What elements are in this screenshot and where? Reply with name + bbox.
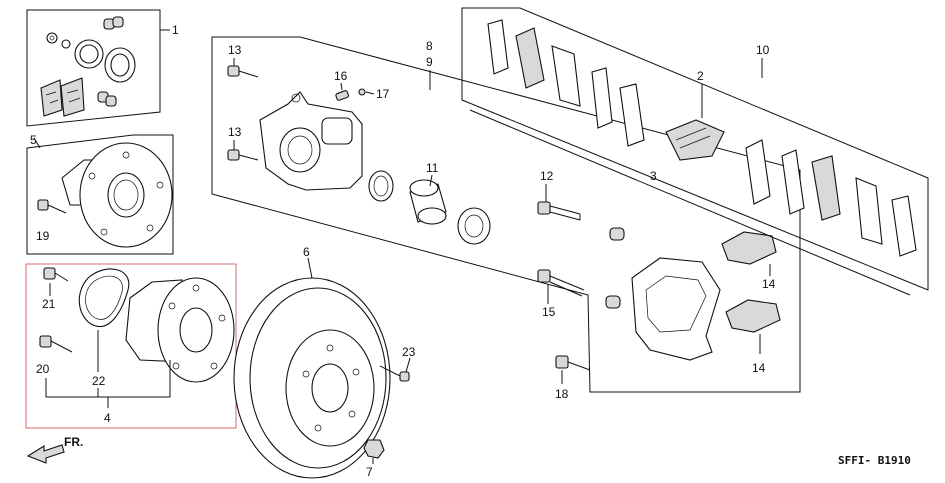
diagram-code: SFFI- B1910 [838, 454, 911, 467]
piston-11 [409, 179, 447, 225]
callout-20: 20 [36, 362, 50, 376]
pad-shim-2 [665, 119, 725, 161]
callout-15: 15 [542, 305, 556, 319]
nut-7 [363, 439, 385, 459]
seal-kit-group: 1 [26, 9, 179, 127]
callout-21: 21 [42, 297, 56, 311]
bolt-13-upper [227, 65, 259, 78]
pin-boot-lower [605, 295, 621, 309]
callout-9: 9 [426, 55, 433, 69]
piston-seal-ring [368, 170, 394, 202]
callout-17: 17 [376, 87, 390, 101]
callout-14-upper: 14 [762, 277, 776, 291]
brake-pad-set-group: 10 2 3 [461, 7, 929, 296]
callout-7: 7 [366, 465, 373, 479]
callout-3: 3 [650, 169, 657, 183]
front-label: FR. [64, 435, 83, 449]
bleeder-16 [335, 90, 349, 101]
callout-10: 10 [756, 43, 770, 57]
callout-11: 11 [426, 161, 439, 175]
pad-shim-lower-14 [725, 299, 781, 333]
callout-22: 22 [92, 374, 106, 388]
pin-boot-upper [609, 227, 625, 241]
hub-bearing-part [61, 142, 173, 248]
caliper-body [259, 91, 363, 191]
callout-18: 18 [555, 387, 569, 401]
bolt-13-lower [227, 149, 259, 161]
callout-6: 6 [303, 245, 310, 259]
pad-shim-upper-14 [721, 231, 777, 265]
callout-12: 12 [540, 169, 554, 183]
callout-16: 16 [334, 69, 348, 83]
callout-14-lower: 14 [752, 361, 766, 375]
seal-kit-box [26, 9, 161, 127]
brake-pads-outer [745, 139, 917, 257]
callout-4: 4 [104, 411, 111, 425]
callout-23: 23 [402, 345, 416, 359]
hub-carrier-part [125, 277, 235, 383]
callout-1: 1 [172, 23, 179, 37]
callout-5: 5 [30, 133, 37, 147]
cap-17 [358, 88, 366, 96]
front-direction-marker: FR. [26, 435, 83, 464]
callout-8: 8 [426, 39, 433, 53]
caliper-bracket [631, 257, 721, 361]
screw-23 [379, 365, 410, 382]
o-ring-22 [78, 268, 130, 328]
highlight-box [25, 263, 237, 429]
seal-kit-parts [40, 16, 136, 117]
bolt-21 [43, 267, 69, 282]
callout-13-lower: 13 [228, 125, 242, 139]
bolt-20 [39, 335, 73, 353]
hub-carrier-group: 21 20 22 4 [25, 263, 237, 429]
hub-bolt-19 [37, 199, 67, 214]
brake-pads-inner [487, 19, 645, 147]
brake-pad-set-box [461, 7, 929, 291]
callout-13-upper: 13 [228, 43, 242, 57]
front-arrow-icon [26, 444, 65, 464]
caliper-assembly-box [211, 36, 801, 393]
brake-disc-group: 6 23 7 [233, 245, 416, 479]
hub-bearing-box [26, 134, 174, 255]
callout-19: 19 [36, 229, 50, 243]
piston-boot [457, 207, 491, 245]
caliper-assembly-group: 8 9 13 13 16 17 [211, 36, 801, 401]
hub-bearing-group: 5 19 [26, 133, 174, 255]
callout-2: 2 [697, 69, 704, 83]
bolt-18 [555, 355, 591, 371]
guide-pin-15 [537, 269, 585, 297]
guide-pin-12 [537, 201, 581, 221]
